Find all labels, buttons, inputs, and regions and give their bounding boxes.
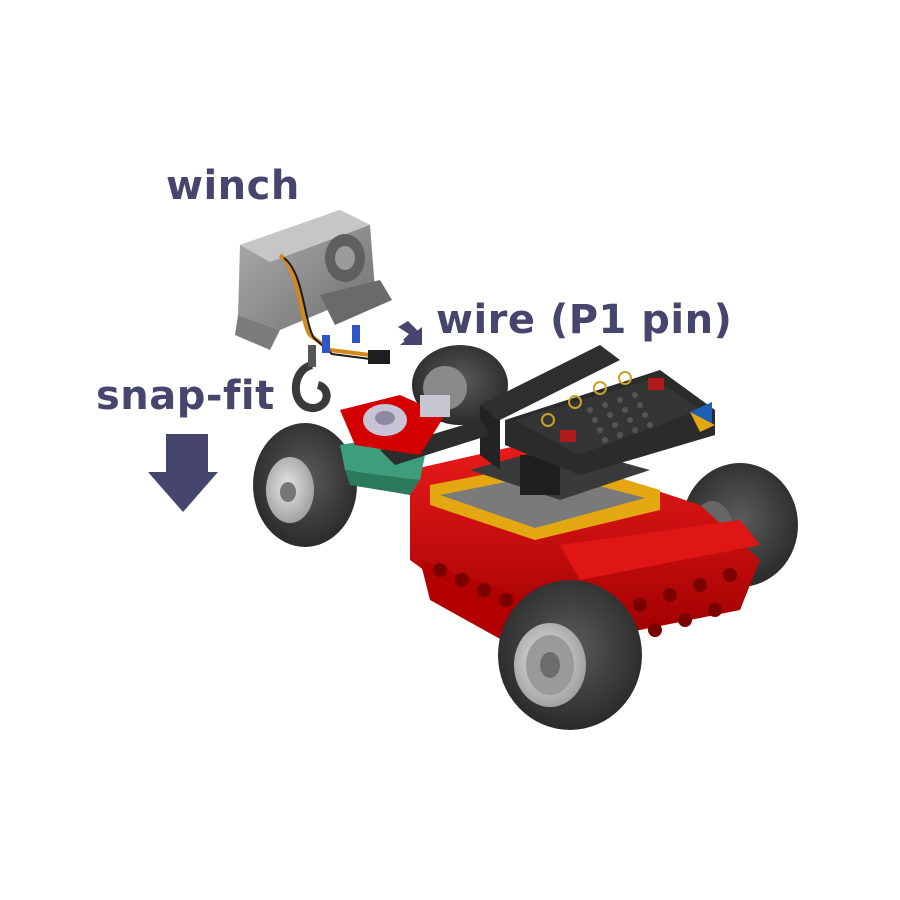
crossbar [380, 345, 620, 470]
winch-module [235, 210, 392, 412]
snap-fit-arrow-icon [148, 434, 218, 512]
wheel-front-left [498, 580, 642, 730]
wire-arrow-icon [398, 321, 422, 345]
wheel-back-left [253, 423, 357, 547]
winch-label: winch [166, 163, 300, 209]
servo-hub [340, 395, 450, 455]
microcontroller-board [505, 370, 715, 475]
snap-fit-label: snap-fit [96, 373, 275, 419]
wire-label: wire (P1 pin) [436, 297, 733, 343]
